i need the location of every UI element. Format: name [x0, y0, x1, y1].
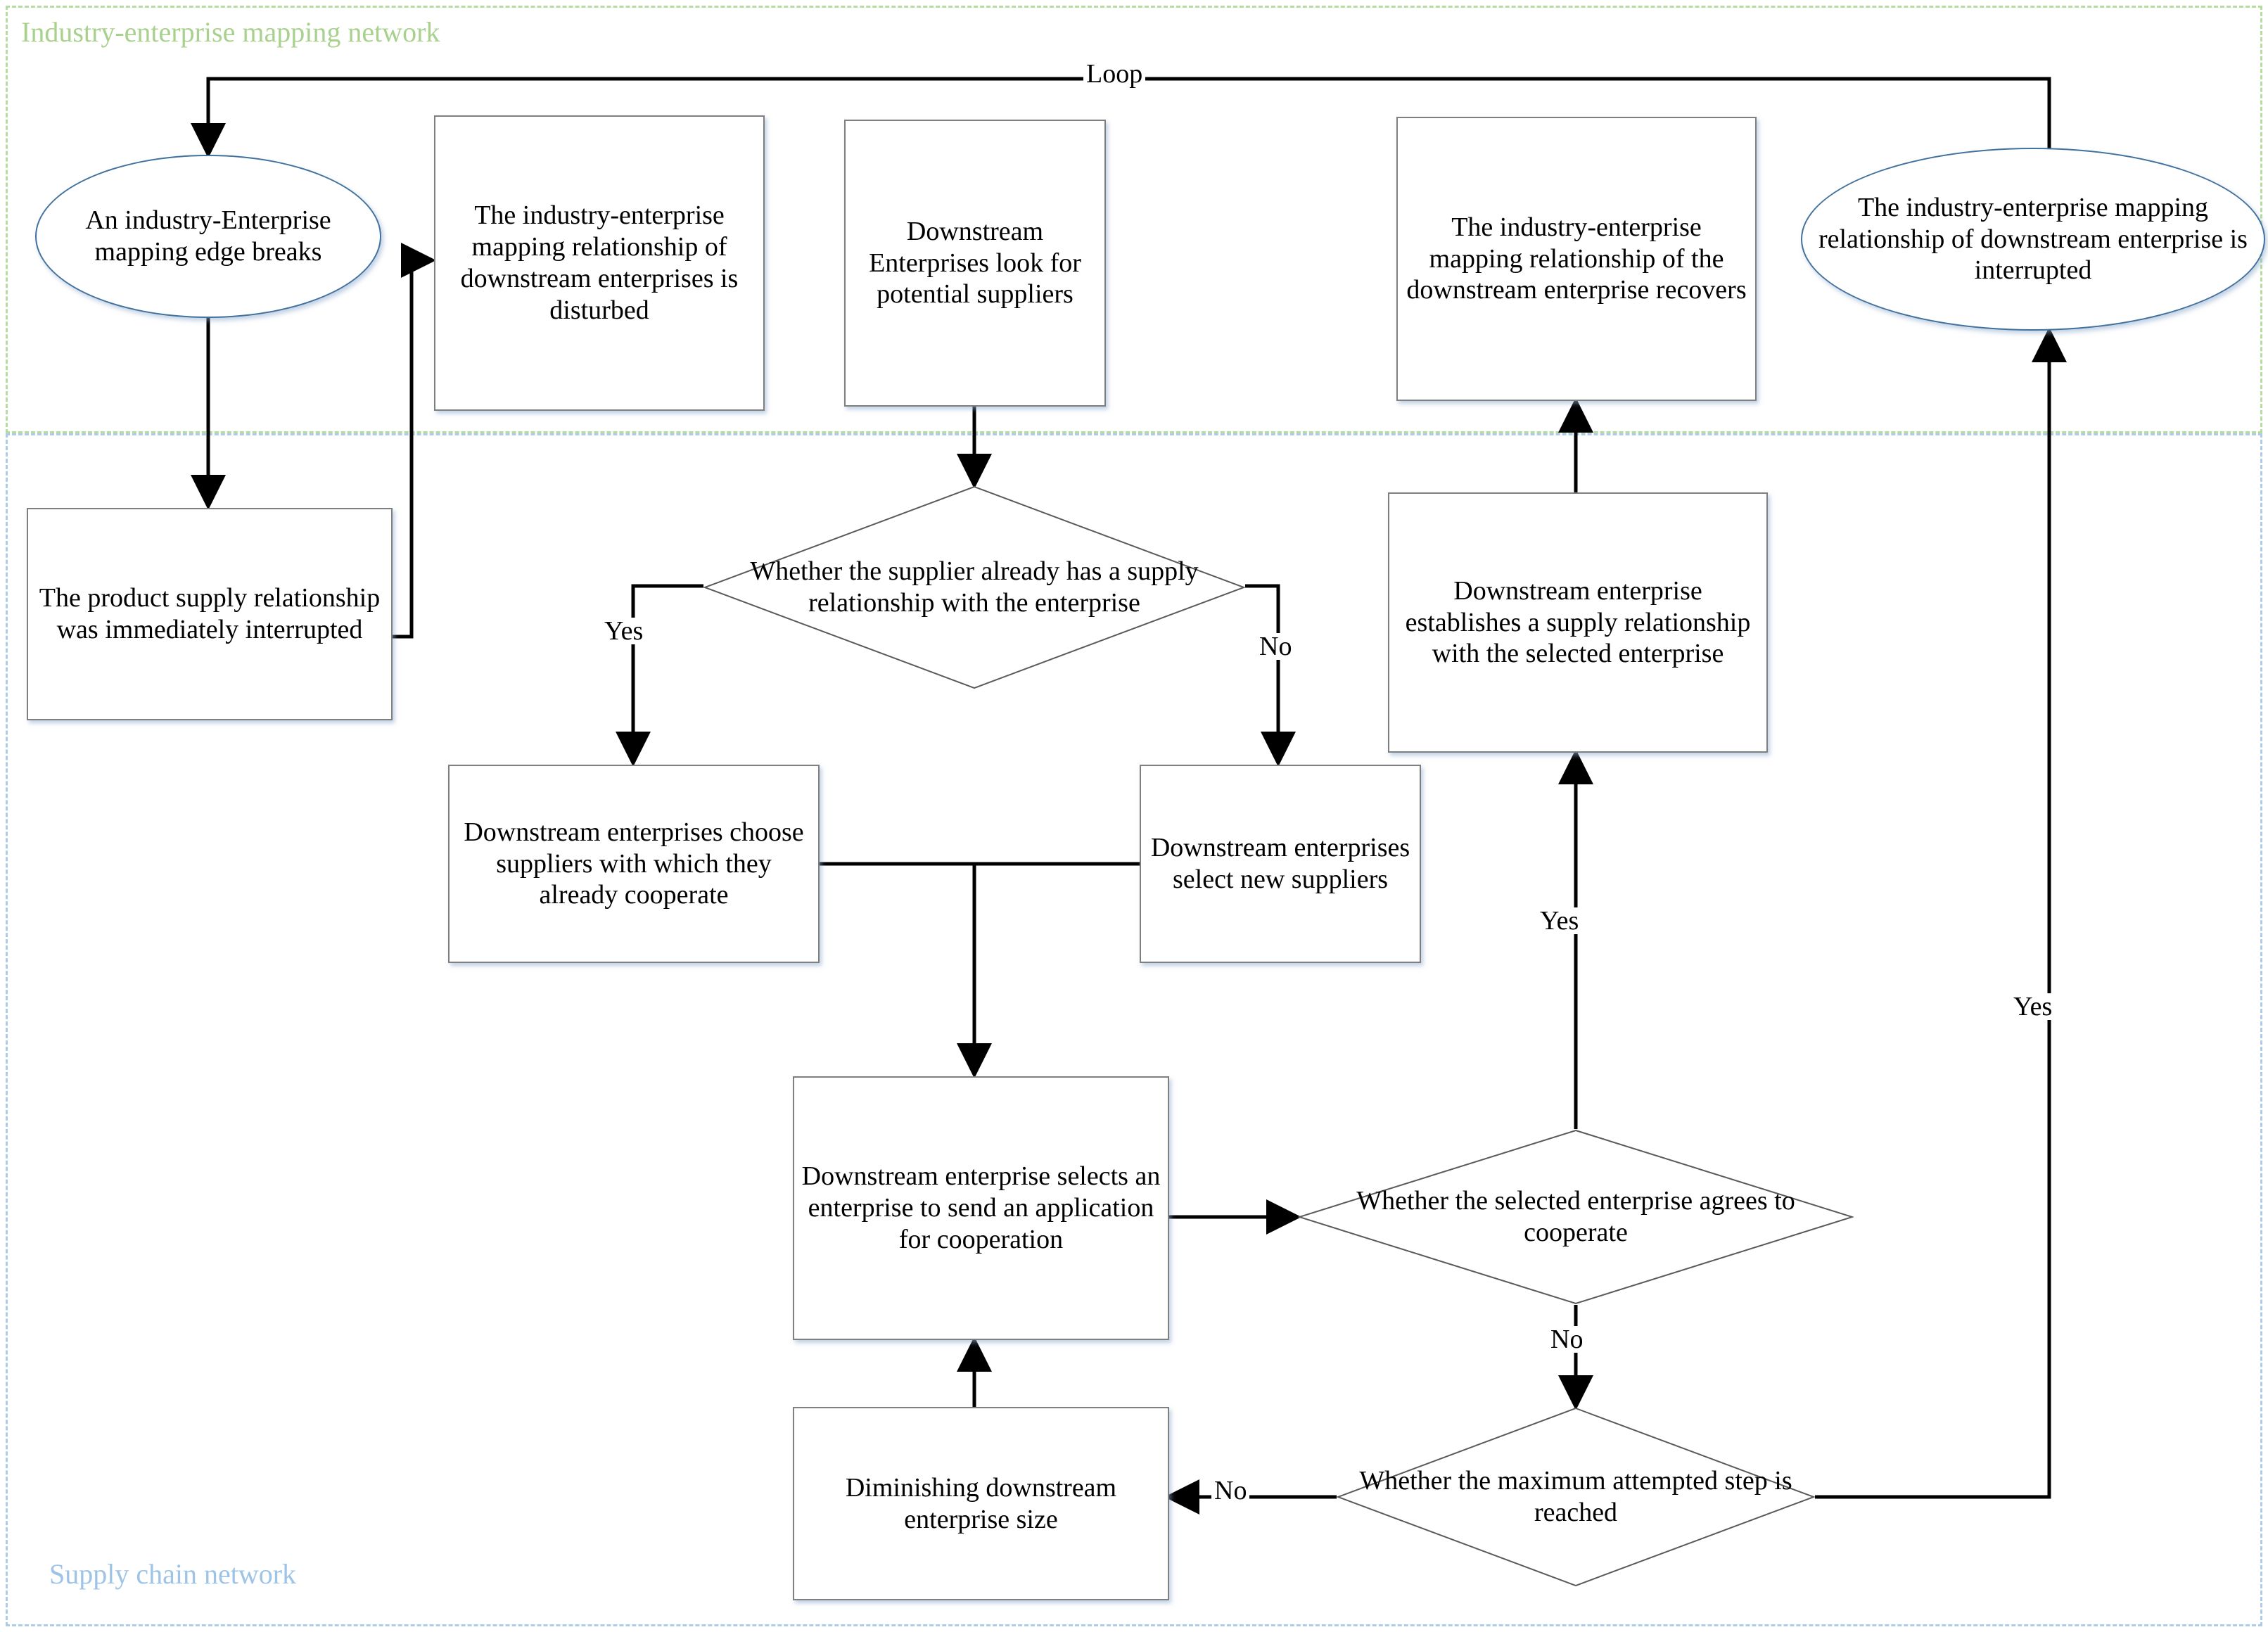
- diamond-shape: [1337, 1407, 1815, 1587]
- diamond-shape: [1298, 1129, 1854, 1305]
- node-label: An industry-Enterprise mapping edge brea…: [85, 205, 331, 267]
- edge-label-supplier-yes: Yes: [601, 618, 646, 644]
- node-label: Downstream enterprise selects an enterpr…: [801, 1161, 1161, 1254]
- node-label: Downstream Enterprises look for potentia…: [869, 216, 1081, 310]
- region-industry-enterprise-network: [6, 6, 2262, 433]
- node-edge-breaks[interactable]: An industry-Enterprise mapping edge brea…: [35, 155, 381, 318]
- node-mapping-disturbed[interactable]: The industry-enterprise mapping relation…: [434, 115, 765, 411]
- node-decision-agrees-cooperate[interactable]: Whether the selected enterprise agrees t…: [1298, 1129, 1854, 1305]
- node-label: Diminishing downstream enterprise size: [845, 1472, 1117, 1534]
- node-label: Whether the supplier already has a suppl…: [750, 556, 1199, 618]
- edge-label-agrees-no: No: [1548, 1326, 1586, 1353]
- edge-label-maxstep-yes: Yes: [2011, 993, 2056, 1020]
- node-send-application[interactable]: Downstream enterprise selects an enterpr…: [793, 1076, 1169, 1340]
- region-label-supply: Supply chain network: [49, 1558, 297, 1590]
- edge-label-maxstep-no: No: [1211, 1477, 1250, 1504]
- node-decision-max-step[interactable]: Whether the maximum attempted step is re…: [1337, 1407, 1815, 1587]
- node-label: Whether the maximum attempted step is re…: [1359, 1466, 1792, 1527]
- node-select-new-suppliers[interactable]: Downstream enterprises select new suppli…: [1140, 765, 1421, 963]
- region-supply-chain-network: [6, 433, 2262, 1626]
- region-label-industry: Industry-enterprise mapping network: [21, 16, 440, 48]
- node-diminish-enterprise-size[interactable]: Diminishing downstream enterprise size: [793, 1407, 1169, 1600]
- node-label: The industry-enterprise mapping relation…: [460, 200, 739, 325]
- node-supply-interrupted[interactable]: The product supply relationship was imme…: [27, 508, 393, 720]
- node-label: The industry-enterprise mapping relation…: [1406, 212, 1747, 305]
- node-label: Whether the selected enterprise agrees t…: [1356, 1186, 1795, 1247]
- node-label: Downstream enterprise establishes a supp…: [1405, 575, 1751, 669]
- node-mapping-recovers[interactable]: The industry-enterprise mapping relation…: [1396, 117, 1757, 401]
- node-label: Downstream enterprises select new suppli…: [1150, 833, 1410, 894]
- node-label: Downstream enterprises choose suppliers …: [464, 817, 804, 910]
- node-look-for-suppliers[interactable]: Downstream Enterprises look for potentia…: [844, 120, 1106, 407]
- node-label: The product supply relationship was imme…: [39, 583, 381, 644]
- edge-label-agrees-yes: Yes: [1537, 907, 1582, 934]
- node-mapping-interrupted[interactable]: The industry-enterprise mapping relation…: [1801, 148, 2265, 331]
- diamond-shape: [703, 485, 1245, 689]
- node-label: The industry-enterprise mapping relation…: [1818, 192, 2248, 286]
- node-decision-existing-supplier[interactable]: Whether the supplier already has a suppl…: [703, 485, 1245, 689]
- edge-label-loop: Loop: [1083, 60, 1146, 87]
- node-choose-existing-suppliers[interactable]: Downstream enterprises choose suppliers …: [448, 765, 820, 963]
- edge-label-supplier-no: No: [1256, 633, 1295, 660]
- node-establish-supply[interactable]: Downstream enterprise establishes a supp…: [1388, 492, 1768, 753]
